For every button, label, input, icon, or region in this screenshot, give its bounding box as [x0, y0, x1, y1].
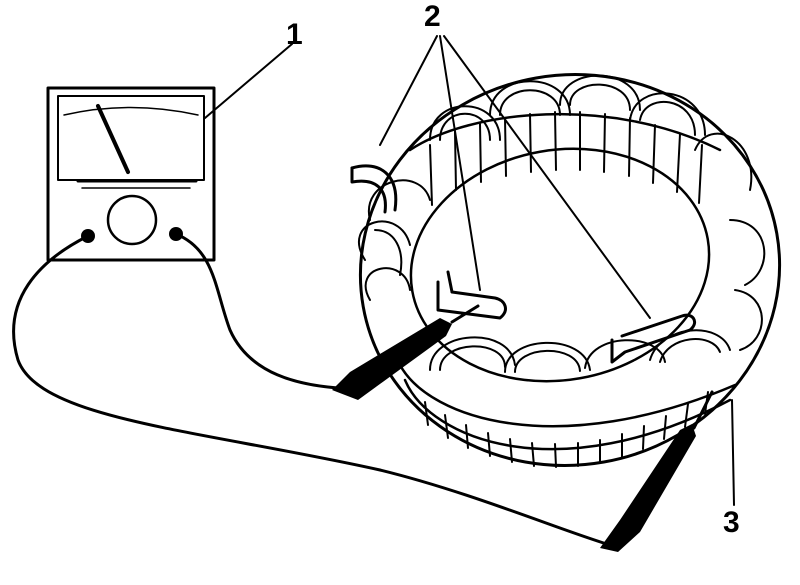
meter-needle: [96, 104, 130, 174]
probe-clips: [350, 164, 696, 364]
stator-windings: [358, 74, 766, 373]
meter-adjust-knob: [106, 194, 158, 246]
callout-label-stator: 3: [723, 506, 740, 539]
callout-label-probe-clips: 2: [424, 0, 441, 33]
ohmmeter: [46, 86, 216, 262]
callout-label-meter: 1: [286, 18, 303, 51]
test-leads: [12, 232, 612, 547]
leader-lines: [204, 35, 735, 506]
stator: [358, 73, 782, 468]
probe-left: [332, 304, 480, 400]
